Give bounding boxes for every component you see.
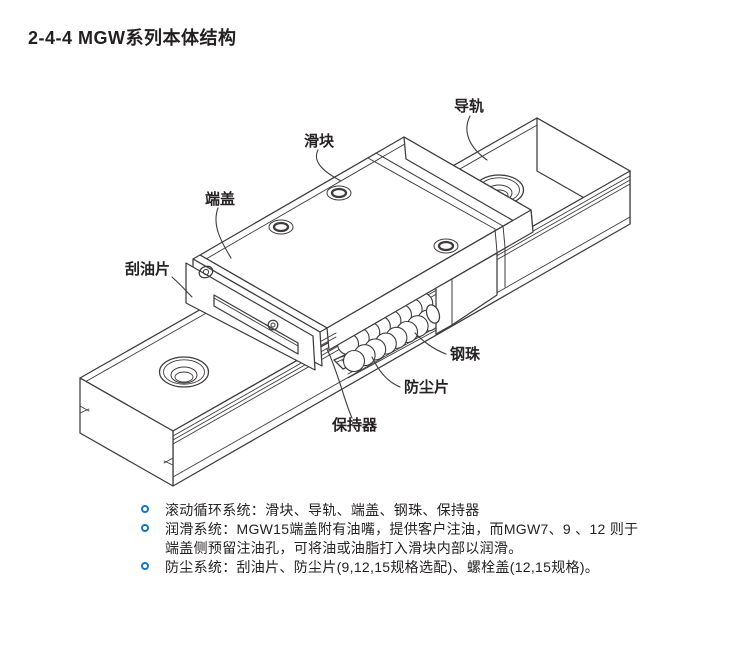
list-item-text: 防尘系统：刮油片、防尘片(9,12,15规格选配)、螺栓盖(12,15规格)。 xyxy=(165,559,600,575)
label-retainer: 保持器 xyxy=(331,416,378,434)
bullet-icon xyxy=(141,561,149,570)
label-oil-scraper: 刮油片 xyxy=(125,260,170,278)
slot-screw xyxy=(267,319,279,331)
label-rail: 导轨 xyxy=(454,97,484,115)
label-steel-ball: 钢珠 xyxy=(450,345,481,363)
block-mounting-holes xyxy=(268,185,459,254)
label-end-cap: 端盖 xyxy=(205,190,235,208)
bullet-icon xyxy=(141,504,149,513)
label-dust-plate: 防尘片 xyxy=(404,378,449,396)
list-item: 滚动循环系统：滑块、导轨、端盖、钢珠、保持器 xyxy=(141,501,638,520)
list-item-text: 润滑系统：MGW15端盖附有油嘴，提供客户注油，而MGW7、9 、12 则于 xyxy=(165,521,639,537)
feature-list: 滚动循环系统：滑块、导轨、端盖、钢珠、保持器 润滑系统：MGW15端盖附有油嘴，… xyxy=(141,501,638,577)
end-cap-drawing xyxy=(185,254,328,371)
cap-screw xyxy=(198,265,214,279)
list-item: 润滑系统：MGW15端盖附有油嘴，提供客户注油，而MGW7、9 、12 则于 xyxy=(141,520,638,539)
list-item-text: 滚动循环系统：滑块、导轨、端盖、钢珠、保持器 xyxy=(165,502,480,518)
label-block: 滑块 xyxy=(304,133,335,150)
leader-lines xyxy=(171,115,488,419)
rail-hole-left xyxy=(158,356,210,388)
list-item-text: 端盖侧预留注油孔，可将油或油脂打入滑块内部以润滑。 xyxy=(165,540,523,556)
block-drawing xyxy=(199,136,534,351)
page-title: 2-4-4 MGW系列本体结构 xyxy=(28,28,237,48)
steel-balls-drawing xyxy=(336,292,440,373)
list-item-continuation: 端盖侧预留注油孔，可将油或油脂打入滑块内部以润滑。 xyxy=(141,539,638,558)
list-item: 防尘系统：刮油片、防尘片(9,12,15规格选配)、螺栓盖(12,15规格)。 xyxy=(141,558,638,577)
bullet-icon xyxy=(141,523,149,532)
